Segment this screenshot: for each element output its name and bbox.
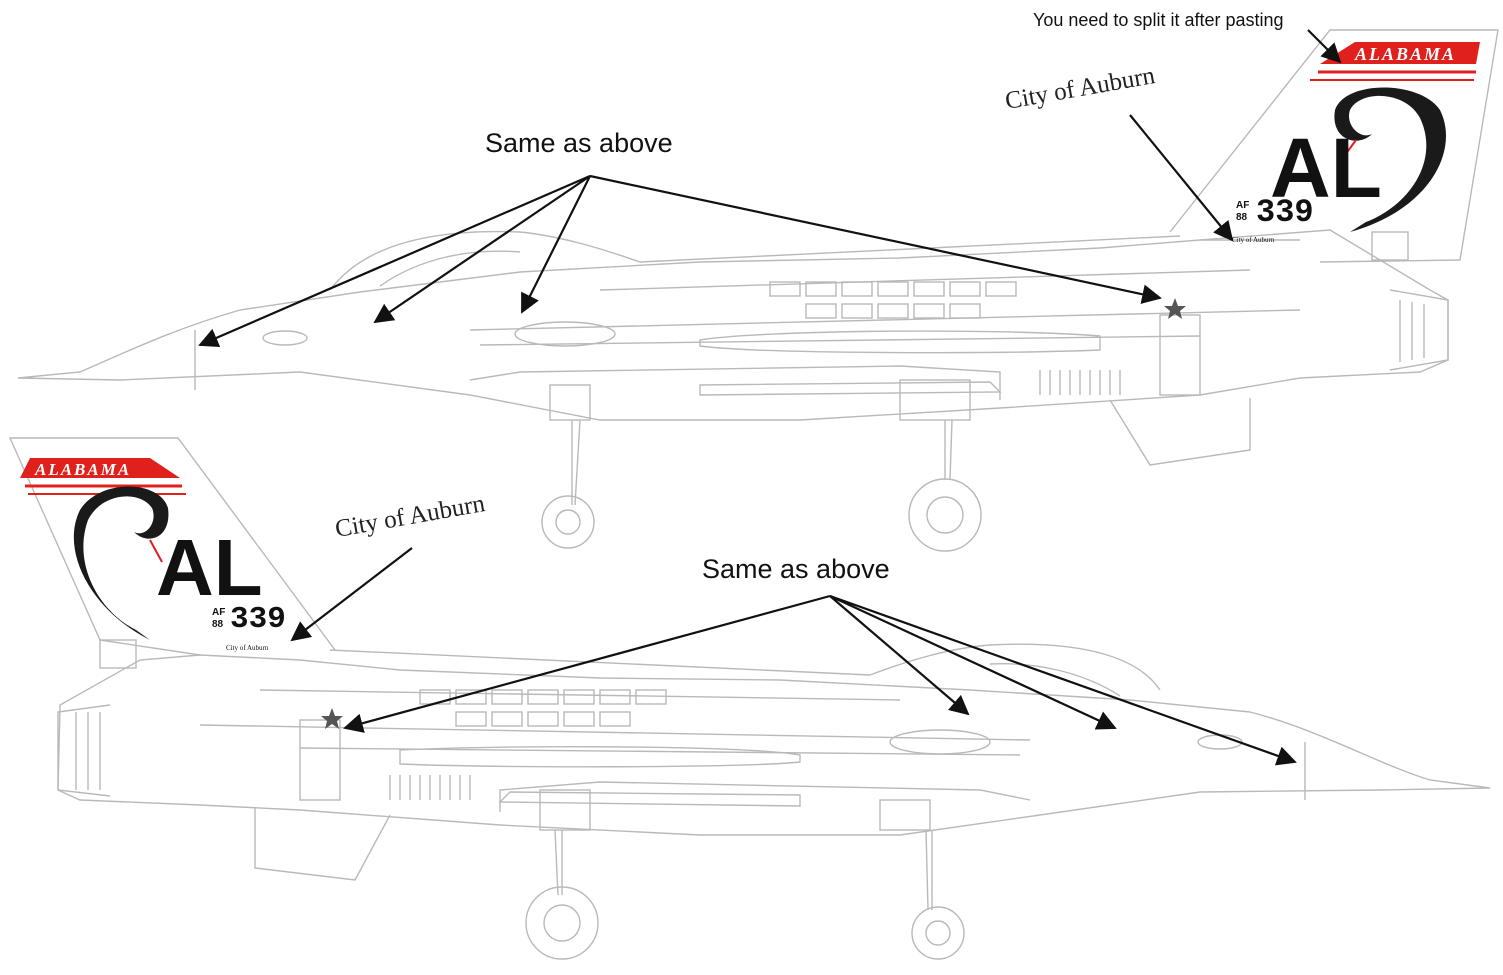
arrow-icon bbox=[521, 175, 591, 314]
arrow-icon bbox=[1307, 29, 1342, 64]
arrow-icon bbox=[290, 547, 413, 642]
star-insignia-icon bbox=[1164, 298, 1186, 319]
tail-city-small-bottom: City of Auburn bbox=[226, 644, 269, 652]
aircraft-bottom bbox=[8, 437, 1491, 960]
tail-af-bottom: AF bbox=[212, 607, 226, 618]
same-as-above-label-bottom: Same as above bbox=[702, 554, 890, 584]
arrow-icon bbox=[373, 175, 591, 324]
tail-code-bottom: AL bbox=[156, 523, 263, 612]
arrow-icon bbox=[343, 594, 831, 733]
cobra-emblem-icon bbox=[73, 486, 169, 640]
arrow-icon bbox=[1129, 114, 1234, 242]
arrow-icon bbox=[198, 174, 591, 347]
tail-markings-bottom bbox=[20, 458, 343, 729]
arrow-icon bbox=[829, 595, 970, 716]
arrow-icon bbox=[589, 174, 1162, 304]
tail-code-top: AL bbox=[1270, 121, 1382, 215]
tail-state-band-bottom: ALABAMA bbox=[35, 460, 132, 479]
split-note: You need to split it after pasting bbox=[1033, 10, 1284, 30]
tail-markings-top bbox=[1164, 42, 1480, 319]
tail-year-top: 88 bbox=[1236, 212, 1248, 223]
tail-city-small-top: City of Auburn bbox=[1232, 236, 1275, 244]
tail-serial-bottom: 339 bbox=[230, 602, 286, 637]
tail-state-band-top: ALABAMA bbox=[1355, 44, 1457, 64]
cobra-emblem-icon bbox=[1334, 87, 1446, 232]
star-insignia-icon bbox=[321, 708, 343, 729]
same-as-above-label-top: Same as above bbox=[485, 128, 673, 158]
arrow-icon bbox=[829, 594, 1297, 766]
arrow-icon bbox=[829, 595, 1117, 730]
arrows bbox=[198, 29, 1342, 766]
tail-af-top: AF bbox=[1236, 200, 1250, 211]
tail-serial-top: 339 bbox=[1256, 194, 1314, 231]
tail-year-bottom: 88 bbox=[212, 619, 224, 630]
aircraft-top bbox=[17, 29, 1499, 552]
